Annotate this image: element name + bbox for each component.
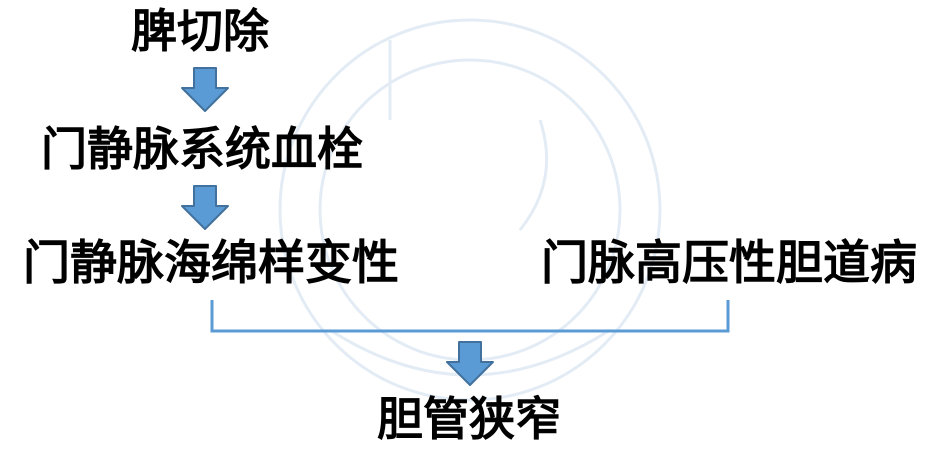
arrow-down-1 — [181, 67, 229, 112]
arrow-down-2 — [181, 185, 229, 230]
node-cavernous-transformation: 门静脉海绵样变性 — [23, 236, 399, 291]
node-bile-duct-stricture: 胆管狭窄 — [377, 392, 561, 446]
node-splenectomy: 脾切除 — [131, 4, 269, 58]
arrow-down-3 — [446, 341, 494, 386]
node-portal-biliopathy: 门脉高压性胆道病 — [541, 236, 917, 291]
node-portal-thrombosis: 门静脉系统血栓 — [41, 122, 363, 176]
merge-bracket — [210, 300, 730, 333]
